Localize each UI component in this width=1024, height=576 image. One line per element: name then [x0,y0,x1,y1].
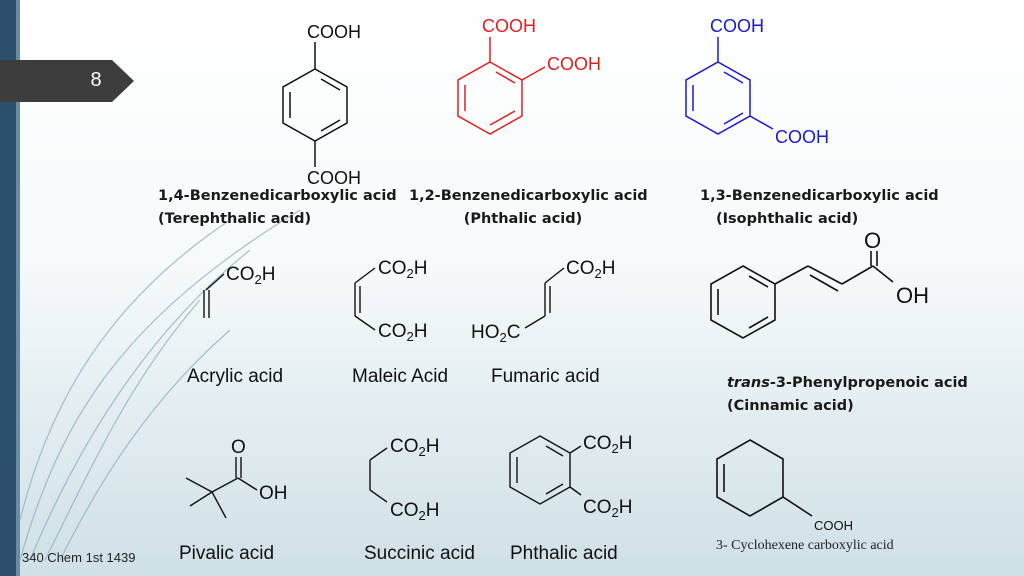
maleic-name: Maleic Acid [352,366,449,387]
pivalic-structure [185,457,258,519]
cinnamic-structure [710,251,894,339]
acrylic-name: Acrylic acid [187,366,284,387]
isophthalic-caption-line2: (Isophthalic acid) [716,211,859,227]
cyclohexene-name: 3- Cyclohexene carboxylic acid [716,538,894,553]
phthalic2-structure [509,435,582,505]
acrylic-structure [203,273,225,318]
phthalic2-name: Phthalic acid [510,543,618,564]
phthalic-structure [457,37,546,135]
terephthalic-structure [282,42,348,167]
cyclohexene-cooh: COOH [814,518,853,533]
slide-number: 8 [90,69,102,91]
fumaric-structure [524,267,565,329]
succinic-co2h-bottom: CO2H [390,500,439,523]
cyclohexene-structure [716,439,813,517]
cinnamic-trans-prefix: trans [727,375,770,391]
phthalic-caption-line2: (Phthalic acid) [463,211,583,227]
maleic-co2h-bottom: CO2H [378,321,427,344]
cinnamic-caption-line2: (Cinnamic acid) [727,398,854,414]
terephthalic-cooh-bottom: COOH [307,168,361,188]
phthalic-cooh-top: COOH [482,16,536,36]
succinic-structure [369,447,388,503]
slide-number-tab [0,60,134,102]
isophthalic-caption-line1: 1,3-Benzenedicarboxylic acid [700,188,939,204]
maleic-structure [354,267,376,331]
succinic-co2h-top: CO2H [390,436,439,459]
terephthalic-caption-line1: 1,4-Benzenedicarboxylic acid [158,188,397,204]
isophthalic-cooh-side: COOH [775,127,829,147]
fumaric-co2h: CO2H [566,258,615,281]
phthalic-cooh-side: COOH [547,54,601,74]
succinic-name: Succinic acid [364,543,475,564]
pivalic-oh: OH [259,483,288,504]
maleic-co2h-top: CO2H [378,258,427,281]
acrylic-co2h: CO2H [226,264,275,287]
cinnamic-o: O [864,228,881,253]
isophthalic-structure [685,37,774,135]
footer-course: 340 Chem 1st 1439 [22,550,136,565]
cinnamic-oh: OH [896,283,929,308]
fumaric-ho2c: HO2C [471,322,520,345]
terephthalic-caption-line2: (Terephthalic acid) [158,211,312,227]
phthalic-caption-line1: 1,2-Benzenedicarboxylic acid [409,188,648,204]
pivalic-o: O [231,437,246,458]
isophthalic-cooh-top: COOH [710,16,764,36]
fumaric-name: Fumaric acid [491,366,600,387]
cinnamic-caption-rest: -3-Phenylpropenoic acid [769,375,968,391]
terephthalic-cooh-top: COOH [307,22,361,42]
pivalic-name: Pivalic acid [179,543,275,564]
background-swoosh [19,209,301,561]
cinnamic-caption-line1: trans-3-Phenylpropenoic acid [727,375,968,391]
left-decor-stripe [16,0,20,576]
left-decor-bar [0,0,16,576]
phthalic2-co2h-bottom: CO2H [583,497,632,520]
phthalic2-co2h-top: CO2H [583,433,632,456]
